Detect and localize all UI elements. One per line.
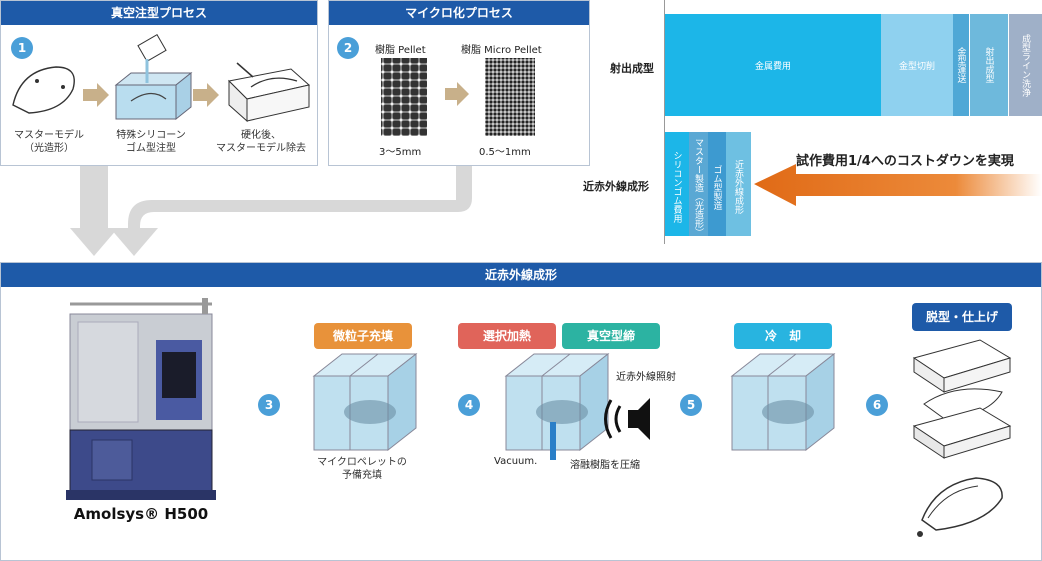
tag-particle-filling: 微粒子充填 bbox=[314, 323, 412, 349]
ir-irradiation-label: 近赤外線照射 bbox=[616, 372, 676, 383]
micro-process-title: マイクロ化プロセス bbox=[329, 1, 589, 25]
flow-arrows bbox=[70, 166, 472, 256]
tag-cooling: 冷 却 bbox=[734, 323, 832, 349]
segment-rubber-mold: ゴム型製造 bbox=[708, 132, 726, 236]
vacuum-process-panel: 真空注型プロセス 1 マスターモデル （光造形） 特殊シリコーン ゴム型注型 硬… bbox=[0, 0, 318, 166]
cost-down-callout: 試作費用1/4へのコストダウンを実現 bbox=[796, 154, 1014, 169]
mold-cube-step5 bbox=[730, 352, 836, 452]
micro-process-panel: マイクロ化プロセス 2 樹脂 Pellet 樹脂 Micro Pellet 3～… bbox=[328, 0, 590, 166]
ir-speaker-icon bbox=[604, 398, 650, 440]
step-3-badge: 3 bbox=[258, 394, 280, 416]
tag-vacuum-clamping: 真空型締 bbox=[562, 323, 660, 349]
step-1-badge: 1 bbox=[11, 37, 33, 59]
micro-pellet-label: 樹脂 Micro Pellet bbox=[461, 45, 542, 56]
caption-silicone-mold: 特殊シリコーン ゴム型注型 bbox=[116, 130, 186, 154]
segment-metal-cost: 金属費用 bbox=[665, 14, 881, 116]
row-label-nir: 近赤外線成形 bbox=[583, 180, 649, 193]
segment-injection-molding: 射出成型 bbox=[970, 14, 1008, 116]
micro-pellet-size: 0.5～1mm bbox=[479, 147, 531, 158]
pellet-illustration bbox=[381, 58, 535, 136]
segment-silicone-cost: シリコンゴム費用 bbox=[665, 132, 689, 236]
step-2-badge: 2 bbox=[337, 37, 359, 59]
tag-selective-heating: 選択加熱 bbox=[458, 323, 556, 349]
pellet-label: 樹脂 Pellet bbox=[375, 45, 426, 56]
nir-process-title: 近赤外線成形 bbox=[1, 263, 1041, 287]
cost-down-arrow bbox=[754, 164, 1042, 206]
row-label-injection: 射出成型 bbox=[610, 62, 654, 75]
pellet-size: 3～5mm bbox=[379, 147, 422, 158]
caption-prefill: マイクロペレットの 予備充填 bbox=[317, 457, 407, 481]
segment-master-production: マスター製造（光造形） bbox=[689, 132, 708, 237]
mold-cube-step3 bbox=[312, 352, 418, 452]
segment-nir-molding: 近赤外線成形 bbox=[726, 132, 751, 236]
machine-illustration bbox=[66, 298, 216, 500]
press-label: 溶融樹脂を圧縮 bbox=[570, 460, 640, 471]
caption-remove-master: 硬化後、 マスターモデル除去 bbox=[216, 130, 306, 154]
segment-line-cleaning: 成型ライン洗浄 bbox=[1009, 14, 1042, 116]
vacuum-label: Vacuum. bbox=[494, 456, 538, 467]
mold-cube-step4 bbox=[504, 352, 610, 460]
step-4-badge: 4 bbox=[458, 394, 480, 416]
vacuum-process-illustration bbox=[12, 34, 311, 123]
step-5-badge: 5 bbox=[680, 394, 702, 416]
cost-chart-axis bbox=[664, 0, 665, 244]
segment-mold-transport: 金型運送 bbox=[953, 14, 969, 116]
vacuum-process-title: 真空注型プロセス bbox=[1, 1, 317, 25]
tag-demold-finish: 脱型・仕上げ bbox=[912, 303, 1012, 331]
machine-name: Amolsys® H500 bbox=[73, 505, 209, 523]
caption-master-model: マスターモデル （光造形） bbox=[14, 130, 84, 154]
step-6-badge: 6 bbox=[866, 394, 888, 416]
segment-mold-cutting: 金型切削 bbox=[881, 14, 953, 116]
demold-illustration bbox=[912, 339, 1012, 537]
